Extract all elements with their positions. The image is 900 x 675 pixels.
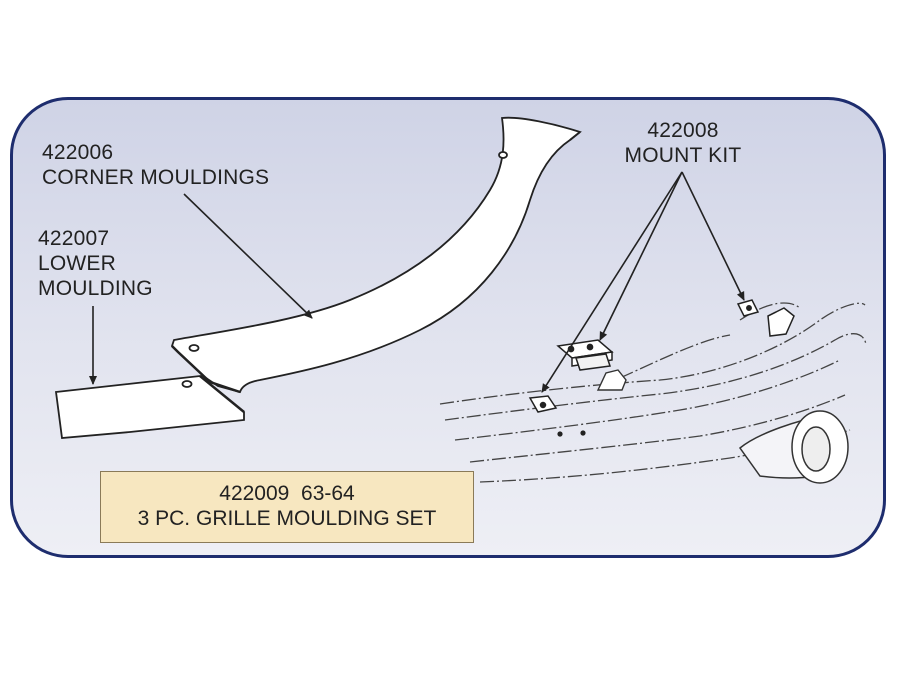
lower-moulding-label: 422007 LOWER MOULDING [38,226,153,301]
lower-part-name-line1: LOWER [38,252,117,275]
headlight-bucket [738,410,849,484]
mount-part-name: MOUNT KIT [624,144,742,167]
body-bracket [596,369,627,391]
mount-part-number: 422008 [647,119,719,142]
lower-part-number: 422007 [38,227,110,250]
corner-part-number: 422006 [42,141,114,164]
corner-moulding [170,116,582,394]
set-caption-line1: 422009 63-64 [219,482,355,505]
body-holes [557,430,586,437]
leader-lines [89,171,745,393]
mount-kit-label: 422008 MOUNT KIT [612,118,754,168]
corner-part-name: CORNER MOULDINGS [42,166,270,189]
set-caption-box: 422009 63-64 3 PC. GRILLE MOULDING SET [100,471,474,543]
lower-moulding [54,375,245,439]
corner-mouldings-label: 422006 CORNER MOULDINGS [42,140,269,190]
mount-kit-clips [528,299,795,413]
lower-part-name-line2: MOULDING [38,277,153,300]
set-caption-line2: 3 PC. GRILLE MOULDING SET [137,507,437,530]
